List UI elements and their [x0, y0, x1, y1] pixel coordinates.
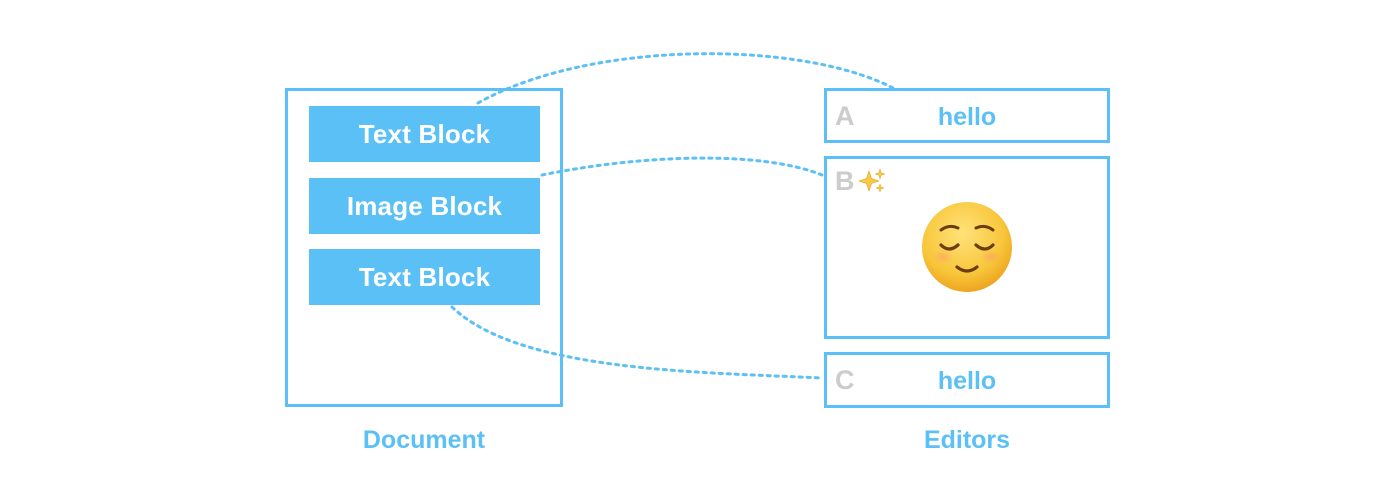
document-block-1: Text Block	[309, 106, 540, 162]
block-label: Text Block	[358, 261, 491, 292]
editors-caption: Editors	[923, 426, 1011, 454]
editor-letter: A	[835, 101, 855, 131]
document-frame	[285, 88, 563, 407]
editor-c: C hello	[824, 352, 1110, 408]
block-label: Text Block	[358, 118, 491, 149]
editor-letter: C	[835, 365, 855, 395]
editor-value: hello	[937, 103, 997, 131]
document-caption: Document	[362, 426, 486, 454]
connector-image-block-to-editor-b	[540, 156, 824, 177]
block-label: Image Block	[346, 190, 503, 221]
editor-b: B	[824, 156, 1110, 339]
document-block-2: Image Block	[309, 178, 540, 234]
sparkles-icon	[858, 168, 886, 193]
document-block-3: Text Block	[309, 249, 540, 305]
editor-value: hello	[937, 367, 997, 395]
editor-a: A hello	[824, 88, 1110, 143]
relieved-face-emoji	[922, 202, 1012, 292]
editor-letter: B	[835, 166, 855, 196]
